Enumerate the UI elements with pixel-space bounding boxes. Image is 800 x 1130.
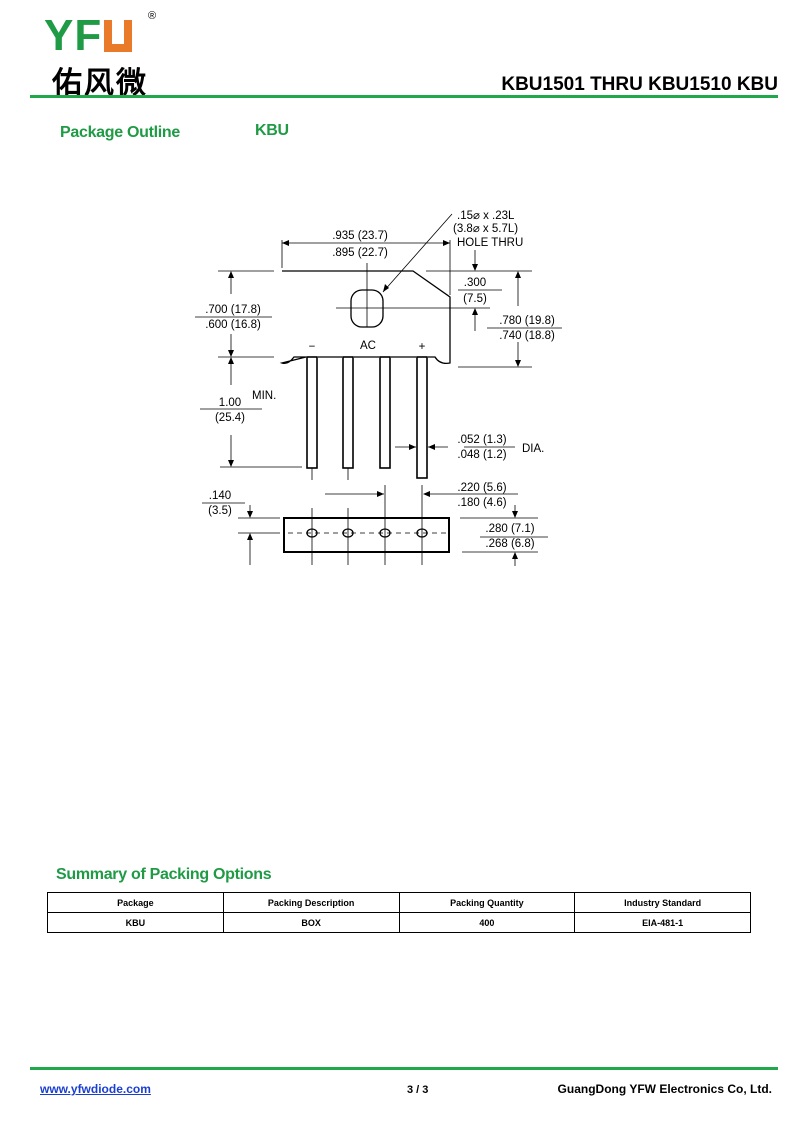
pin-ac-label: AC (360, 340, 376, 352)
width-min: .895 (22.7) (332, 247, 388, 259)
dimension-lines (195, 213, 562, 566)
lead-dia-max: .052 (1.3) (457, 434, 506, 446)
pin-minus-label: − (309, 341, 316, 353)
table-row: KBU BOX 400 EIA-481-1 (47, 912, 751, 933)
table-cell: KBU (47, 912, 224, 933)
table-cell: EIA-481-1 (574, 912, 751, 933)
hole-offset-in: .300 (464, 277, 486, 289)
package-name: KBU (255, 122, 289, 139)
footer-rule (30, 1067, 778, 1070)
lead-length-mm: (25.4) (215, 412, 245, 424)
lead-length-in: 1.00 (219, 397, 241, 409)
logo: YF (44, 14, 133, 58)
packing-table: Package Packing Description Packing Quan… (47, 892, 751, 933)
lead-length-min: MIN. (252, 390, 276, 402)
width-max: .935 (23.7) (332, 230, 388, 242)
thickness-min: .268 (6.8) (485, 538, 534, 550)
company-name: GuangDong YFW Electronics Co, Ltd. (557, 1082, 772, 1096)
pitch-min: .180 (4.6) (457, 497, 506, 509)
lead-dia-min: .048 (1.2) (457, 449, 506, 461)
website-link[interactable]: www.yfwdiode.com (40, 1082, 151, 1096)
hole-offset-mm: (7.5) (463, 293, 487, 305)
pin-plus-label: + (419, 341, 426, 353)
column-header: Package (47, 892, 224, 913)
package-body (279, 270, 451, 365)
total-height-max: .780 (19.8) (499, 315, 555, 327)
bottom-view (283, 517, 450, 553)
dia-label: DIA. (522, 443, 544, 455)
document-title: KBU1501 THRU KBU1510 KBU (501, 74, 778, 95)
edge-offset-mm: (3.5) (208, 505, 232, 517)
leads (306, 356, 428, 479)
package-outline-drawing: .15⌀ x .23L (3.8⌀ x 5.7L) HOLE THRU .935… (195, 210, 562, 566)
table-header-row: Package Packing Description Packing Quan… (47, 892, 751, 913)
edge-offset-in: .140 (209, 490, 231, 502)
package-outline-heading: Package Outline (60, 124, 180, 141)
table-cell: BOX (222, 912, 400, 933)
hole-dim-3: HOLE THRU (457, 237, 523, 249)
hole-dim-2: (3.8⌀ x 5.7L) (453, 223, 518, 235)
thickness-max: .280 (7.1) (485, 523, 534, 535)
hole-dim-1: .15⌀ x .23L (457, 210, 515, 222)
page-number: 3 / 3 (407, 1084, 429, 1096)
packing-heading: Summary of Packing Options (56, 866, 272, 883)
header-rule (30, 95, 778, 98)
column-header: Packing Quantity (398, 892, 576, 913)
column-header: Packing Description (222, 892, 400, 913)
column-header: Industry Standard (574, 892, 751, 913)
table-cell: 400 (398, 912, 576, 933)
total-height-min: .740 (18.8) (499, 330, 555, 342)
pitch-max: .220 (5.6) (457, 482, 506, 494)
height-min: .600 (16.8) (205, 319, 261, 331)
arrowheads (228, 240, 521, 559)
height-max: .700 (17.8) (205, 304, 261, 316)
registered-mark: ® (148, 10, 157, 22)
